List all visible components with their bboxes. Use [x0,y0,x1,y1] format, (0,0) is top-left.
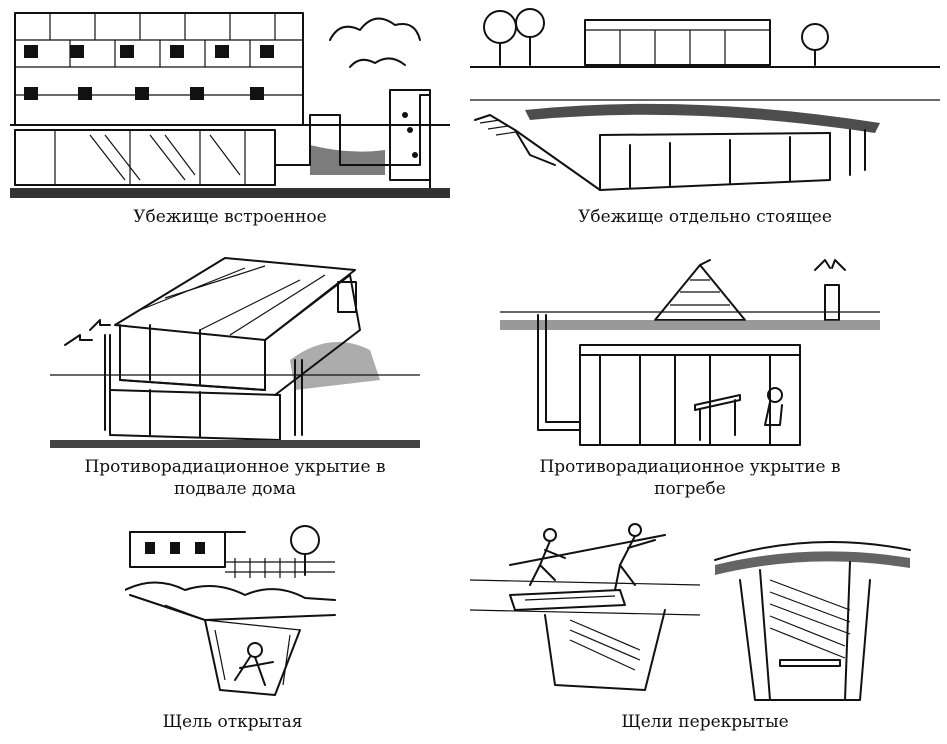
caption-cellar-shelter-line2: погребе [654,479,726,499]
panel-basement-shelter: Противорадиационное укрытие в подвале до… [50,250,420,500]
caption-open-trench: Щель открытая [162,712,303,732]
caption-cellar-shelter-line1: Противорадиационное укрытие в [539,457,841,477]
cellar-radiation-shelter-illustration [500,259,880,446]
panel-open-trench: Щель открытая [125,520,340,740]
panel-covered-trenches: Щели перекрытые [470,520,940,740]
detached-shelter-illustration [470,8,940,191]
caption-basement-shelter-line1: Противорадиационное укрытие в [84,457,386,477]
panel-detached-shelter: Убежище отдельно стоящее [470,5,940,235]
open-trench-illustration [125,525,336,696]
caption-detached-shelter: Убежище отдельно стоящее [578,207,832,227]
caption-basement-shelter-line2: подвале дома [173,479,297,499]
caption-covered-trenches: Щели перекрытые [621,712,789,732]
panel-cellar-shelter: Противорадиационное укрытие в погребе [500,250,880,500]
built-in-shelter-illustration [10,12,450,198]
basement-radiation-shelter-illustration [50,257,420,448]
covered-trenches-illustration [470,523,911,701]
panel-built-in-shelter: Убежище встроенное [10,5,450,235]
caption-built-in-shelter: Убежище встроенное [133,207,327,227]
